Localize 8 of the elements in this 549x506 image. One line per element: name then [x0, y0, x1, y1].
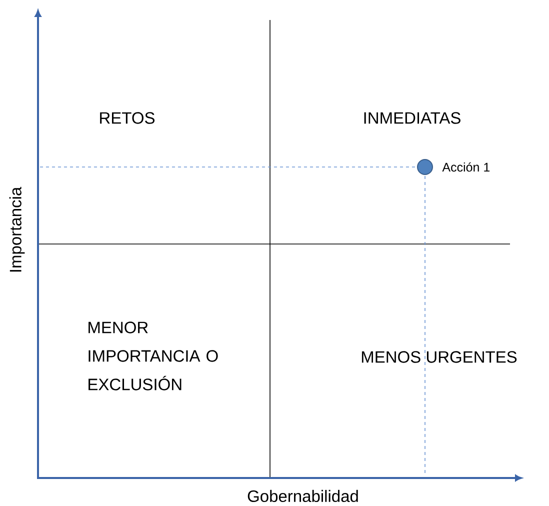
quadrant-label: MENOS URGENTES — [362, 351, 517, 363]
data-point — [417, 159, 433, 175]
quadrant-label: RETOS — [100, 112, 155, 124]
point-label: Acción 1 — [442, 162, 490, 172]
quadrant-label: MENOR IMPORTANCIA O EXCLUSIÓN — [88, 322, 218, 390]
axis-label: Importancia — [9, 186, 25, 272]
quadrant-label: INMEDIATAS — [364, 112, 460, 124]
axis-label: Gobernabilidad — [248, 490, 358, 502]
